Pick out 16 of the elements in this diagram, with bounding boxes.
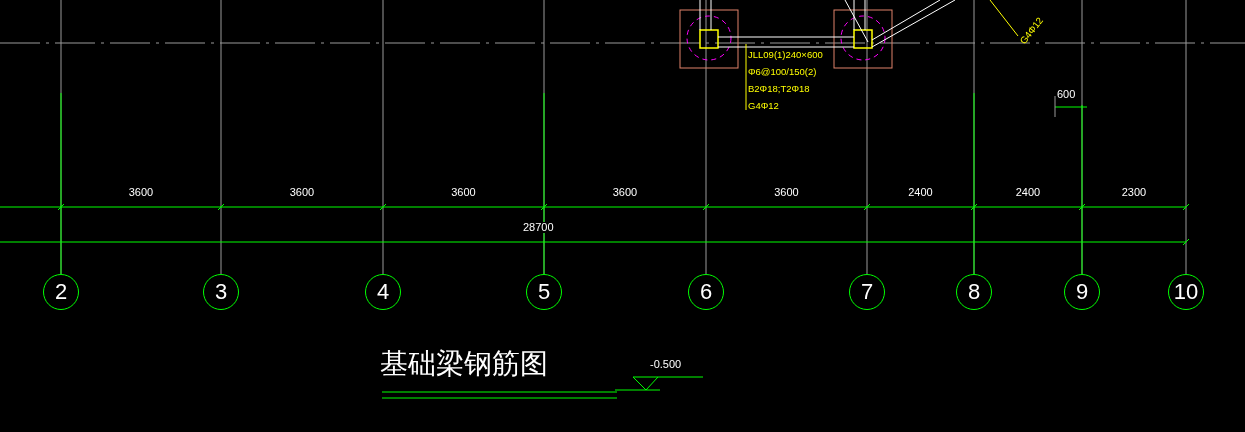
drawing-title: 基础梁钢筋图 [380, 350, 548, 378]
dimension-text: 3600 [288, 187, 316, 198]
dimension-text: 600 [1057, 89, 1076, 100]
dimension-text: 2300 [1120, 187, 1148, 198]
beam-annotation: Φ6@100/150(2) [748, 67, 817, 77]
beam-annotation: JLL09(1)240×600 [748, 50, 823, 60]
dimension-text: 3600 [773, 187, 800, 198]
beam-annotation: B2Φ18;T2Φ18 [748, 84, 810, 94]
dimension-text: 2400 [1014, 187, 1042, 198]
dimension-text: 3600 [127, 187, 155, 198]
beam-annotation: G4Φ12 [748, 101, 779, 111]
dimension-text: 28700 [522, 222, 555, 233]
dimension-text: 2400 [907, 187, 934, 198]
elevation-text: -0.500 [650, 359, 682, 370]
dimension-text: 3600 [450, 187, 477, 198]
dimension-text: 3600 [611, 187, 639, 198]
